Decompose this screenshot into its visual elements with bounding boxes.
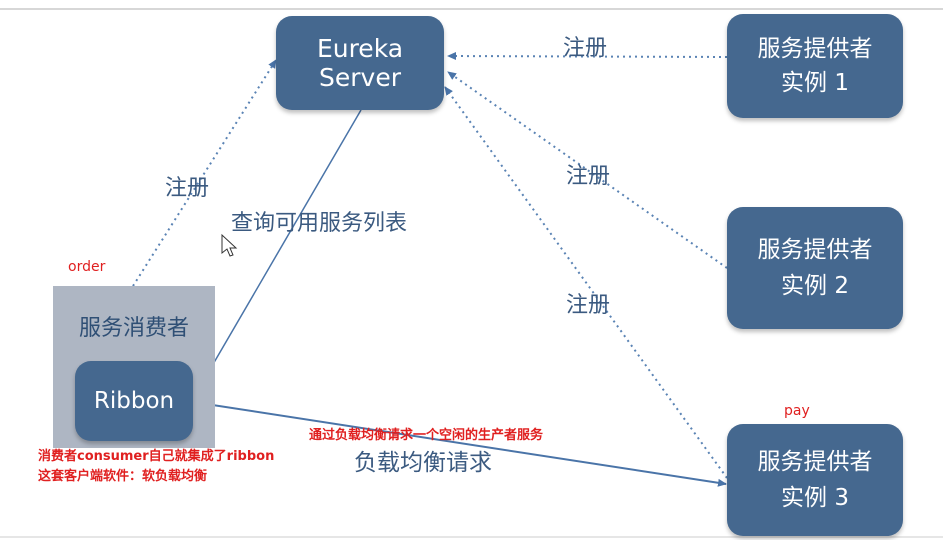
- provider-1-line2: 实例 1: [781, 70, 849, 96]
- consumer-note: 消费者consumer自己就集成了ribbon 这套客户端软件：软负载均衡: [38, 447, 274, 487]
- register-label-provider2: 注册: [566, 164, 611, 189]
- eureka-server-label: Eureka Server: [316, 34, 404, 92]
- top-divider: [0, 8, 943, 10]
- register-label-provider1: 注册: [563, 36, 608, 61]
- provider-2-line1: 服务提供者: [757, 237, 873, 263]
- pay-annotation: pay: [784, 403, 810, 419]
- cursor-icon: [221, 233, 238, 257]
- register-label-consumer: 注册: [165, 176, 210, 201]
- provider-2-line2: 实例 2: [781, 273, 849, 299]
- provider-2-node: 服务提供者 实例 2: [727, 207, 903, 329]
- edge-query-list: [197, 109, 362, 391]
- consumer-note-line2: 这套客户端软件：软负载均衡: [38, 469, 208, 484]
- register-label-provider3: 注册: [566, 293, 611, 318]
- edge-provider3-register: [444, 86, 728, 479]
- consumer-title: 服务消费者: [78, 316, 189, 341]
- edge-provider1-register: [447, 52, 728, 61]
- edge-consumer-register: [132, 59, 277, 287]
- provider-3-line2: 实例 3: [781, 485, 849, 511]
- load-balance-label: 负载均衡请求: [354, 450, 492, 476]
- provider-1-node: 服务提供者 实例 1: [727, 14, 903, 118]
- load-balance-note: 通过负载均衡请求一个空闲的生产者服务: [309, 428, 544, 443]
- query-list-label: 查询可用服务列表: [231, 211, 408, 236]
- provider-3-node: 服务提供者 实例 3: [727, 424, 903, 536]
- eureka-server-node: Eureka Server: [276, 16, 444, 110]
- bottom-divider: [0, 536, 943, 538]
- provider-3-line1: 服务提供者: [757, 449, 873, 475]
- ribbon-node: Ribbon: [75, 361, 193, 441]
- edge-load-balance: [192, 401, 727, 487]
- provider-1-line1: 服务提供者: [757, 36, 873, 62]
- order-annotation: order: [68, 259, 106, 275]
- ribbon-label: Ribbon: [93, 388, 175, 414]
- consumer-note-line1: 消费者consumer自己就集成了ribbon: [38, 449, 275, 464]
